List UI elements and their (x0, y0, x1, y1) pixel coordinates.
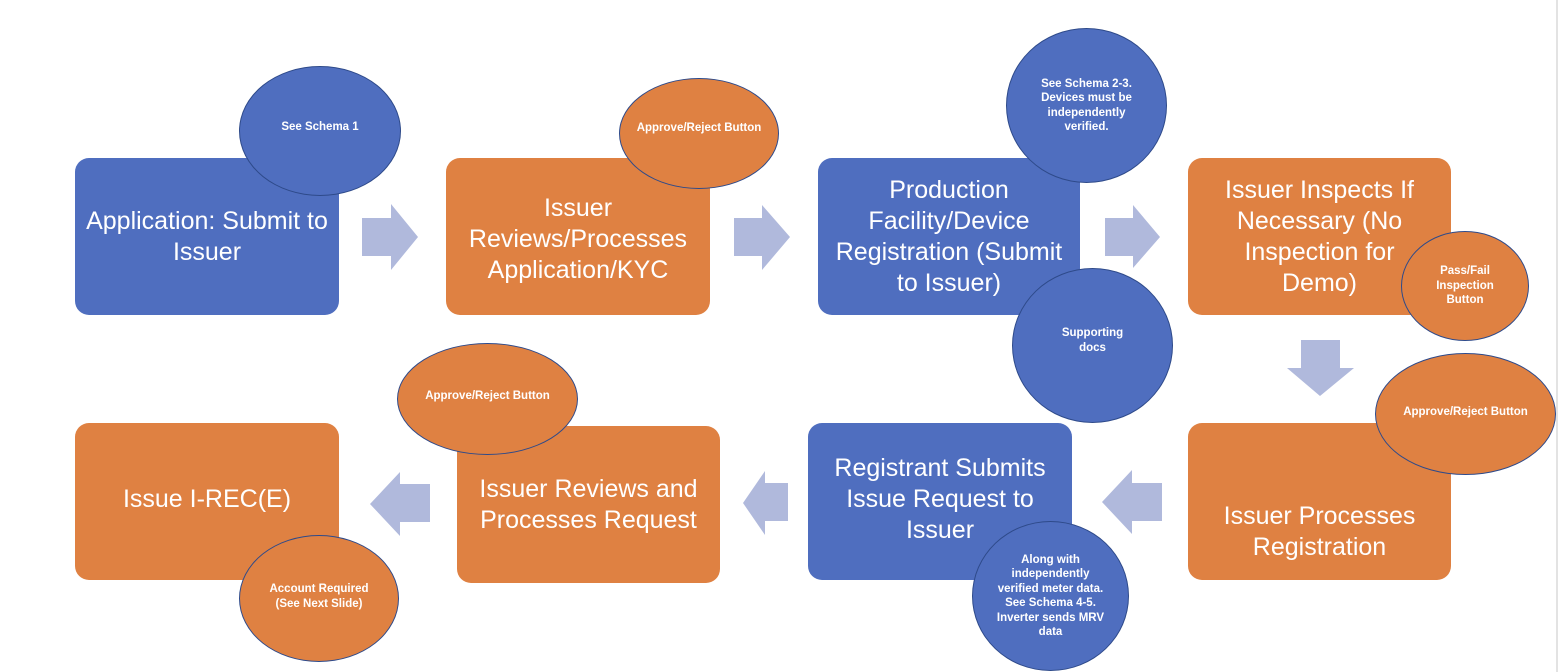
slide-edge-divider (1556, 0, 1558, 672)
note-see-schema-1: See Schema 1 (239, 66, 401, 196)
note-meter-data: Along with independently verified meter … (972, 521, 1129, 671)
arrow-left-icon (743, 471, 788, 535)
note-supporting-docs: Supporting docs (1012, 268, 1173, 423)
arrow-right-icon (1105, 205, 1160, 268)
step-issuer-processes-registration: Issuer Processes Registration (1188, 423, 1451, 580)
arrow-right-icon (362, 204, 418, 270)
note-see-schema-2-3: See Schema 2-3. Devices must be independ… (1006, 28, 1167, 183)
note-pass-fail-inspection-button: Pass/Fail Inspection Button (1401, 231, 1529, 341)
step-label: Issue I-REC(E) (122, 485, 292, 513)
note-approve-reject-button: Approve/Reject Button (1375, 353, 1556, 475)
step-label: Issuer Reviews and Processes Request (479, 474, 698, 534)
step-registrant-submits-request: Registrant Submits Issue Request to Issu… (808, 423, 1072, 580)
step-label: Application: Submit to Issuer (86, 206, 328, 266)
step-label: Production Facility/Device Registration … (835, 175, 1063, 297)
arrow-down-icon (1287, 340, 1354, 396)
arrow-right-icon (734, 205, 790, 270)
step-device-registration: Production Facility/Device Registration … (818, 158, 1080, 315)
step-label: Issuer Processes Registration (1223, 501, 1416, 561)
arrow-left-icon (370, 472, 430, 536)
note-account-required: Account Required (See Next Slide) (239, 535, 399, 662)
step-label: Issuer Inspects If Necessary (No Inspect… (1225, 175, 1414, 297)
note-approve-reject-button: Approve/Reject Button (397, 343, 578, 455)
step-label: Registrant Submits Issue Request to Issu… (834, 454, 1046, 544)
arrow-left-icon (1102, 470, 1162, 534)
step-label: Issuer Reviews/Processes Application/KYC (468, 194, 688, 284)
note-approve-reject-button: Approve/Reject Button (619, 78, 779, 189)
